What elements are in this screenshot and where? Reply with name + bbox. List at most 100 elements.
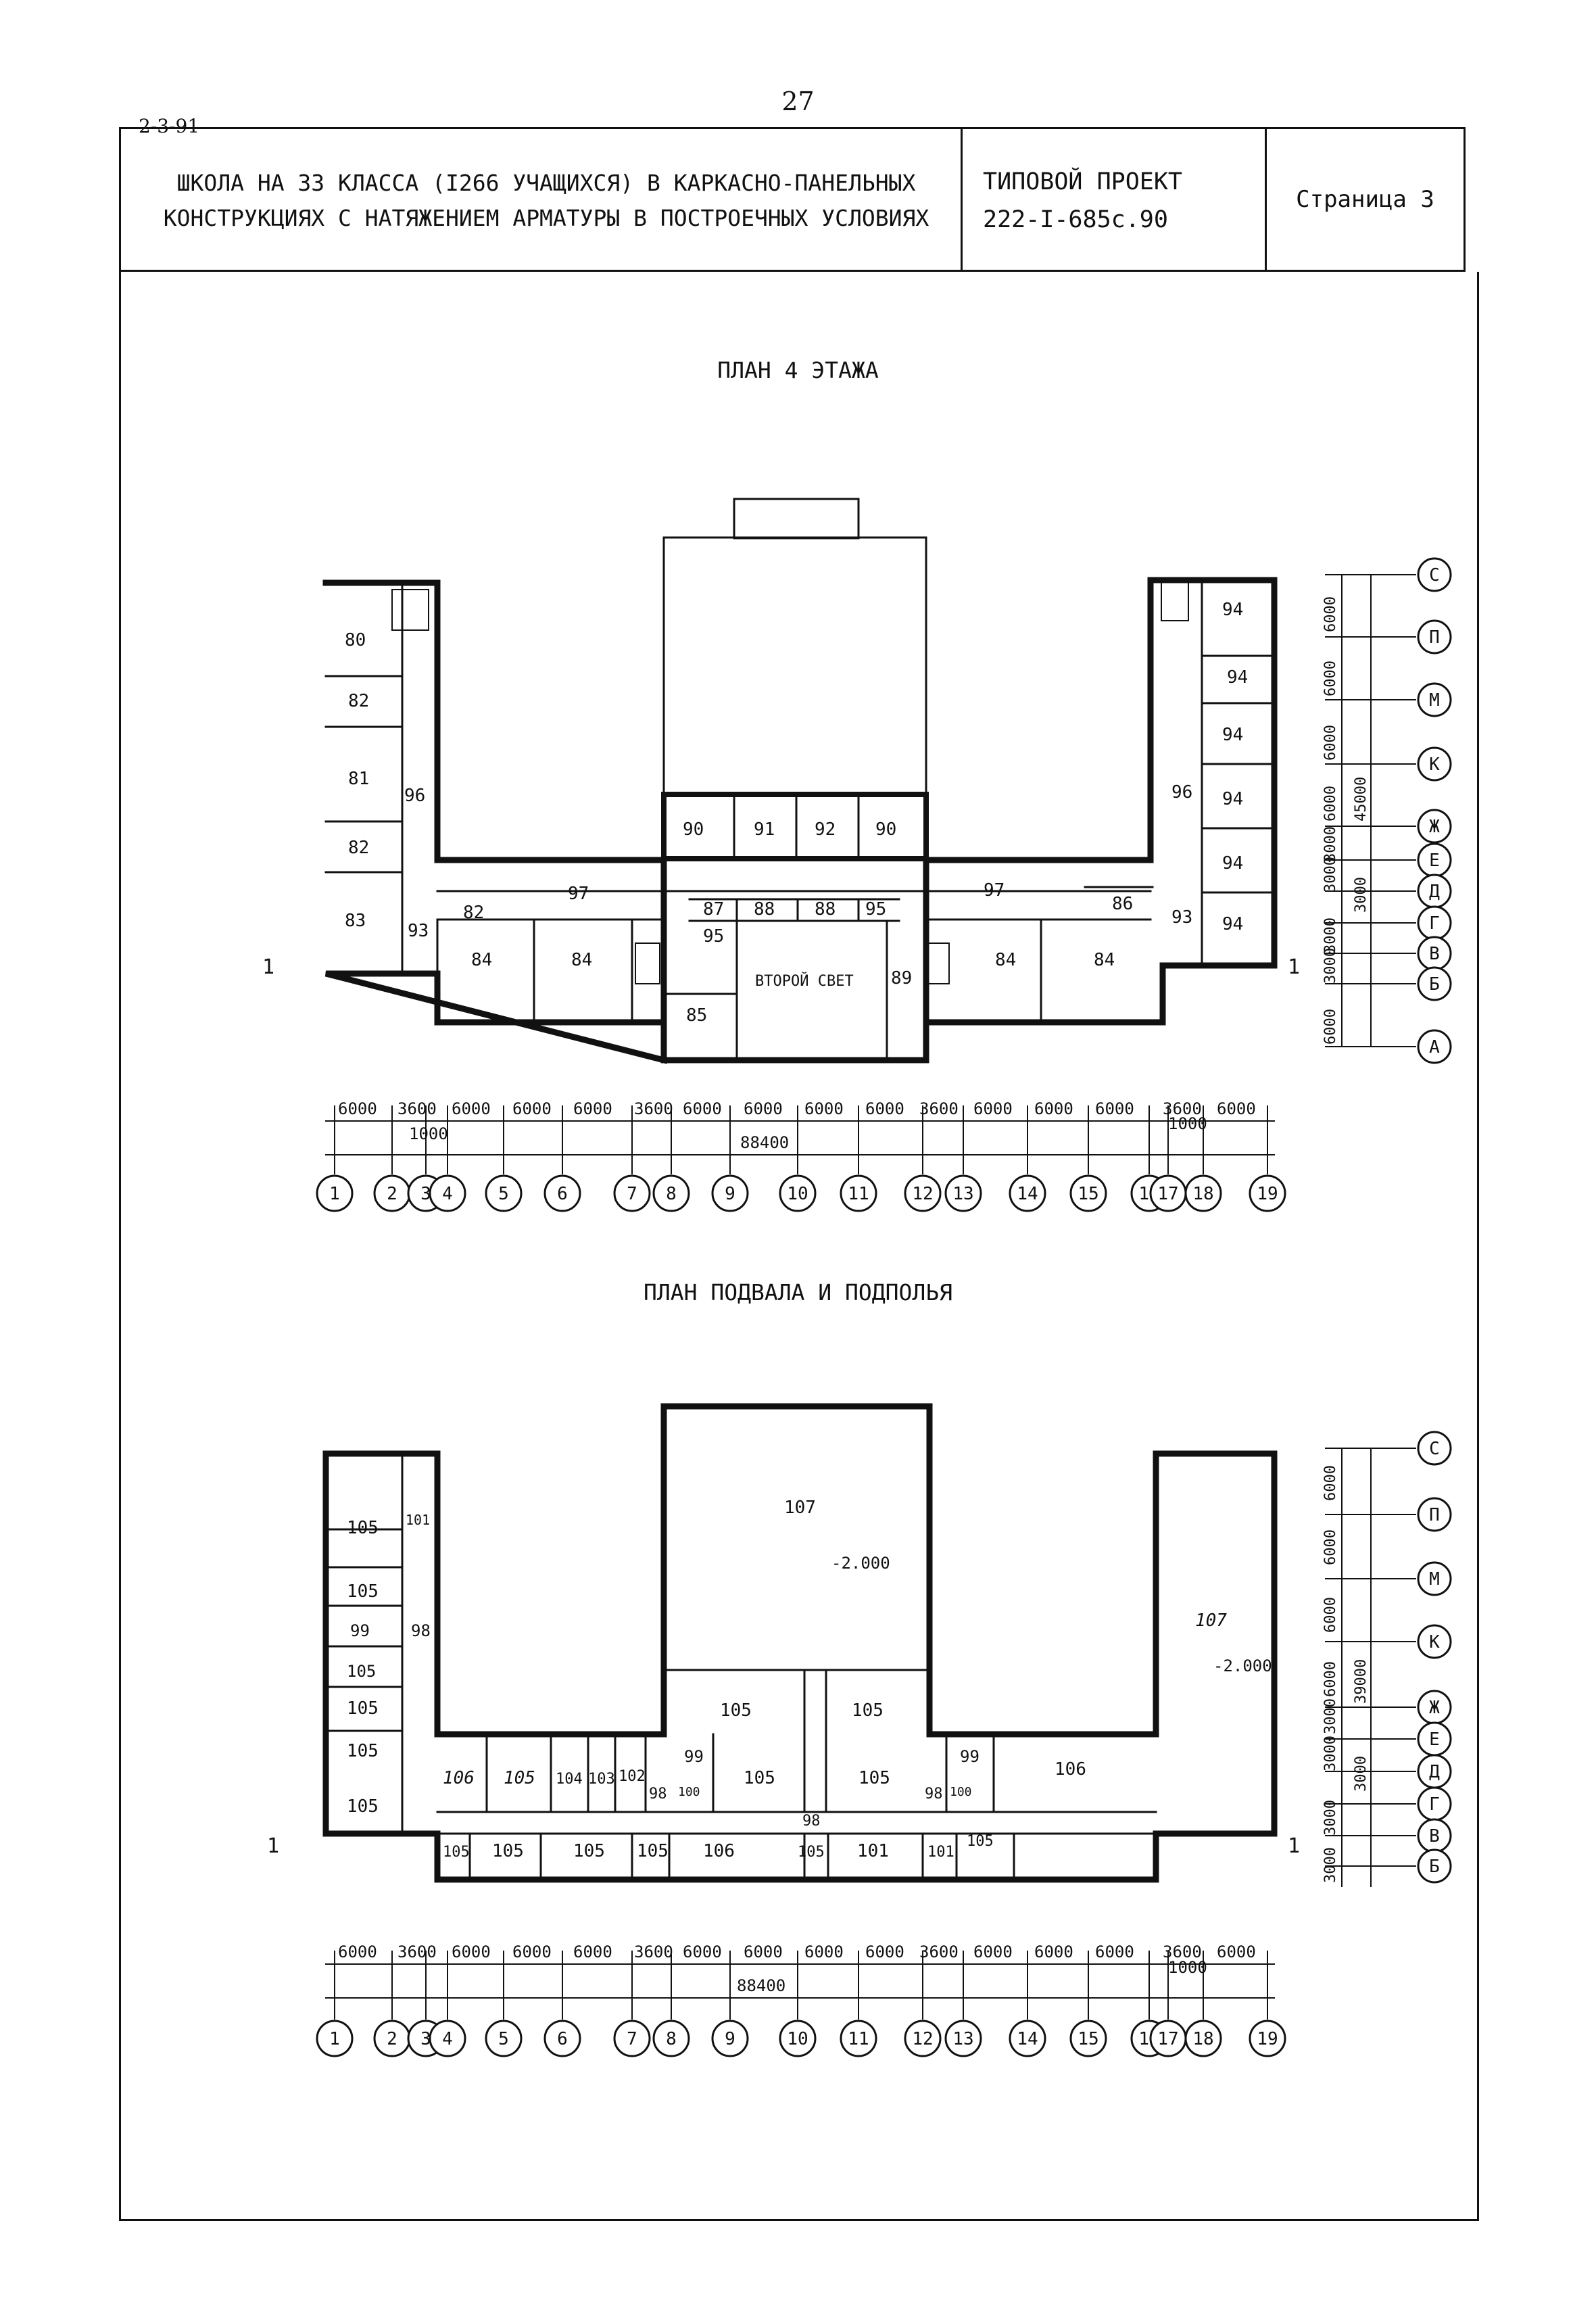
- dim-label: 6000: [452, 1942, 491, 1961]
- axis-bubble: 4: [429, 1174, 466, 1212]
- axis-label: В: [1429, 1826, 1440, 1846]
- axis-label: С: [1429, 1439, 1440, 1459]
- dim-label: 3600: [919, 1942, 959, 1961]
- room-label: 98: [802, 1813, 821, 1830]
- room-label: 105: [798, 1844, 825, 1861]
- axis-bubble: В: [1417, 936, 1452, 971]
- section-mark-right: 1: [1288, 955, 1300, 979]
- axis-bubble: 5: [485, 1174, 523, 1212]
- room-label: 81: [348, 769, 369, 789]
- axis-circle: [1069, 2020, 1107, 2057]
- axis-label: 11: [848, 2029, 869, 2049]
- room-label: 105: [347, 1698, 379, 1719]
- dim-label: 6000: [683, 1099, 722, 1118]
- axis-circle: [779, 1174, 817, 1212]
- axis-bubble: 13: [944, 2020, 982, 2057]
- axis-circle: [1417, 1848, 1452, 1884]
- dim-label: 6000: [1322, 1661, 1339, 1697]
- axis-bubble: 6: [543, 1174, 581, 1212]
- axis-circle: [316, 1174, 354, 1212]
- plan4-axis-labels: 6000 3600 6000 6000 6000 3600 6000 6000 …: [338, 1099, 1256, 1152]
- axis-label: 17: [1157, 1184, 1178, 1204]
- room-label: 91: [754, 819, 775, 840]
- room-label: 98: [411, 1621, 431, 1640]
- axis-label: 9: [725, 2029, 735, 2049]
- level-mark-right: -2.000: [1213, 1656, 1272, 1675]
- axis-circle: [1417, 746, 1452, 782]
- axis-bubble: С: [1417, 557, 1452, 592]
- room-label: 105: [347, 1581, 379, 1602]
- dim-label: 6000: [573, 1942, 612, 1961]
- room-label: 93: [1171, 907, 1192, 928]
- axis-label: Е: [1429, 1729, 1440, 1750]
- project-id: ТИПОВОЙ ПРОЕКТ 222-I-685с.90: [963, 129, 1267, 270]
- dim-label: 6000: [1095, 1942, 1134, 1961]
- axis-label: 18: [1192, 2029, 1213, 2049]
- dim-label: 6000: [1322, 786, 1339, 821]
- axis-circle: [711, 1174, 749, 1212]
- axis-label: 12: [912, 1184, 933, 1204]
- project-label: ТИПОВОЙ ПРОЕКТ: [983, 168, 1183, 195]
- axis-label: С: [1429, 565, 1440, 586]
- room-label: 105: [744, 1768, 775, 1788]
- axis-circle: [944, 1174, 982, 1212]
- room-label: 105: [573, 1841, 605, 1861]
- room-label: 101: [927, 1844, 954, 1861]
- room-label: 88: [754, 899, 775, 920]
- axis-circle: [652, 2020, 690, 2057]
- axis-bubble: 12: [904, 1174, 942, 1212]
- dim-label: 6000: [804, 1942, 844, 1961]
- plan4-right-dims: 6000 6000 6000 6000 3000 3000 3000 3000 …: [1322, 596, 1370, 1045]
- axis-bubble: Г: [1417, 1786, 1452, 1821]
- dim-label: 6000: [1322, 725, 1339, 761]
- axis-bubble: М: [1417, 1561, 1452, 1596]
- room-label: 97: [984, 880, 1005, 901]
- axis-bubble: 4: [429, 2020, 466, 2057]
- axis-label: Ж: [1429, 817, 1440, 837]
- axis-circle: [1417, 809, 1452, 844]
- axis-circle: [1417, 966, 1452, 1001]
- axis-label: 8: [666, 1184, 677, 1204]
- axis-bubble: 19: [1249, 1174, 1286, 1212]
- room-label: 85: [686, 1005, 707, 1026]
- axis-circle: [711, 2020, 749, 2057]
- dim-label: 6000: [573, 1099, 612, 1118]
- axis-label: 19: [1257, 2029, 1278, 2049]
- dim-label: 6000: [452, 1099, 491, 1118]
- axis-bubble: Е: [1417, 1721, 1452, 1757]
- basement-title: ПЛАН ПОДВАЛА И ПОДПОЛЬЯ: [644, 1279, 952, 1306]
- axis-bubble: Б: [1417, 1848, 1452, 1884]
- dim-label: 3000: [1322, 857, 1339, 892]
- dim-label: 6000: [1217, 1942, 1256, 1961]
- dim-label: 6000: [1322, 1465, 1339, 1501]
- room-label: 82: [348, 838, 369, 858]
- dim-label: 3000: [1353, 1756, 1370, 1792]
- room-label: 104: [556, 1771, 583, 1788]
- room-label: 95: [865, 899, 886, 920]
- axis-circle: [613, 1174, 651, 1212]
- dim-label: 1000: [409, 1124, 448, 1143]
- dim-label: 6000: [744, 1099, 783, 1118]
- dim-label: 6000: [1034, 1099, 1073, 1118]
- dim-total-label: 39000: [1353, 1659, 1370, 1704]
- room-label: 86: [1112, 894, 1133, 914]
- plan4-title: ПЛАН 4 ЭТАЖА: [717, 357, 879, 383]
- axis-bubble: 9: [711, 1174, 749, 1212]
- axis-circle: [840, 2020, 877, 2057]
- axis-label: 10: [787, 1184, 808, 1204]
- axis-bubble: 8: [652, 1174, 690, 1212]
- axis-bubble: Ж: [1417, 809, 1452, 844]
- axis-circle: [1417, 682, 1452, 717]
- axis-circle: [652, 1174, 690, 1212]
- room-label: 88: [815, 899, 836, 920]
- axis-bubble: 18: [1184, 2020, 1222, 2057]
- dim-label: 3000: [1353, 877, 1370, 913]
- axis-bubble: В: [1417, 1818, 1452, 1853]
- dim-label: 3600: [397, 1942, 437, 1961]
- room-label: 106: [443, 1768, 475, 1788]
- dim-label: 6000: [865, 1099, 904, 1118]
- dim-label: 6000: [973, 1942, 1013, 1961]
- room-label: 100: [950, 1785, 972, 1799]
- axis-label: 2: [387, 1184, 397, 1204]
- axis-bubble: 5: [485, 2020, 523, 2057]
